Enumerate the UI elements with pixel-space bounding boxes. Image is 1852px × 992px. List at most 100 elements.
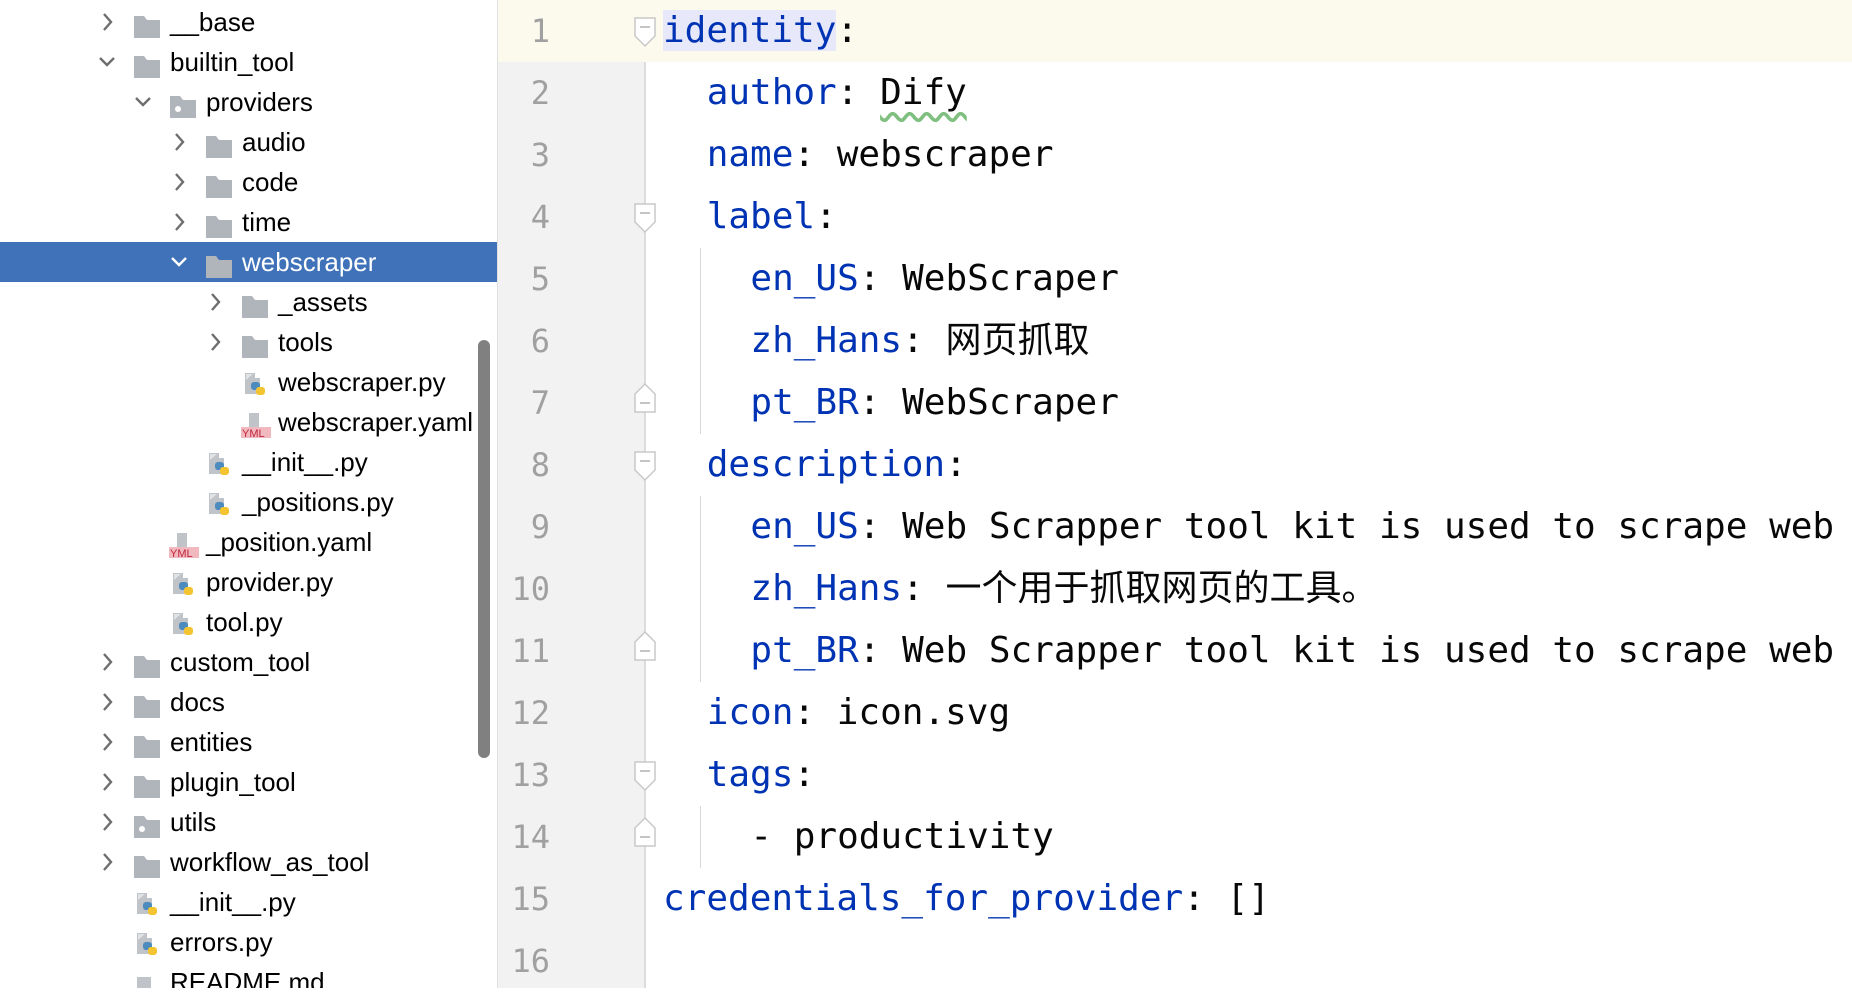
chevron-right-icon[interactable] (205, 282, 225, 322)
line-number: 11 (511, 632, 550, 670)
line-number: 12 (511, 694, 550, 732)
chevron-right-icon[interactable] (169, 122, 189, 162)
chevron-right-icon[interactable] (97, 722, 117, 762)
yaml-key: name (706, 134, 794, 175)
code-line[interactable]: zh_Hans: 网页抓取 (750, 310, 1089, 372)
tree-item-label: workflow_as_tool (170, 847, 370, 877)
fold-collapse-icon[interactable] (633, 202, 657, 236)
tree-item-tools[interactable]: tools (0, 322, 497, 362)
package-folder-icon (169, 90, 197, 118)
chevron-right-icon[interactable] (169, 162, 189, 202)
tree-item-provider-py[interactable]: provider.py (0, 562, 497, 602)
yaml-separator: : (793, 692, 837, 733)
chevron-right-icon[interactable] (97, 842, 117, 882)
editor-gutter (498, 0, 646, 988)
code-line[interactable]: tags: (707, 744, 815, 806)
yaml-separator: : (858, 506, 903, 547)
tree-item-builtin-tool[interactable]: builtin_tool (0, 42, 497, 82)
indent-guide (700, 806, 701, 868)
tree-item-webscraper[interactable]: webscraper (0, 242, 497, 282)
yaml-separator: : (902, 568, 946, 609)
chevron-right-icon[interactable] (169, 202, 189, 242)
yaml-key: zh_Hans (750, 568, 903, 609)
code-line[interactable]: description: (707, 434, 967, 496)
yaml-separator: : (902, 320, 946, 361)
chevron-down-icon[interactable] (133, 82, 153, 122)
line-number: 9 (530, 508, 550, 546)
fold-collapse-icon[interactable] (633, 16, 657, 50)
code-editor[interactable] (648, 0, 1852, 988)
tree-item-time[interactable]: time (0, 202, 497, 242)
fold-collapse-icon[interactable] (633, 450, 657, 484)
code-line[interactable]: credentials_for_provider: [] (663, 868, 1270, 930)
tree-item-entities[interactable]: entities (0, 722, 497, 762)
code-line[interactable]: label: (707, 186, 837, 248)
code-line[interactable]: pt_BR: WebScraper (750, 372, 1118, 434)
yaml-separator: : (815, 196, 837, 237)
fold-end-icon[interactable] (633, 382, 657, 416)
tree-item-position-yaml[interactable]: YML_position.yaml (0, 522, 497, 562)
code-line[interactable]: en_US: Web Scrapper tool kit is used to … (750, 496, 1834, 558)
tree-item-custom-tool[interactable]: custom_tool (0, 642, 497, 682)
yaml-separator: : (858, 382, 903, 423)
python-file-icon (205, 490, 233, 515)
tree-item-code[interactable]: code (0, 162, 497, 202)
tree-item-label: __init__.py (242, 447, 368, 477)
chevron-right-icon[interactable] (97, 682, 117, 722)
tree-item-audio[interactable]: audio (0, 122, 497, 162)
yaml-key: pt_BR (750, 630, 859, 671)
tree-item-label: README.md (170, 967, 325, 988)
code-line[interactable]: - productivity (750, 806, 1053, 868)
chevron-down-icon[interactable] (97, 42, 117, 82)
fold-end-icon[interactable] (633, 630, 657, 664)
code-line[interactable]: author: Dify (707, 62, 967, 124)
python-file-icon (169, 570, 197, 595)
tree-item-tool-py[interactable]: tool.py (0, 602, 497, 642)
python-file-icon (169, 610, 197, 635)
code-line[interactable]: icon: icon.svg (707, 682, 1010, 744)
tree-item-label: webscraper.yaml (278, 407, 474, 437)
tree-item-init-py[interactable]: __init__.py (0, 442, 497, 482)
folder-icon (133, 650, 161, 678)
yaml-separator: : (793, 754, 816, 795)
tree-item-utils[interactable]: utils (0, 802, 497, 842)
tree-item-label: webscraper.py (278, 367, 446, 397)
tree-item-base[interactable]: __base (0, 2, 497, 42)
chevron-right-icon[interactable] (97, 762, 117, 802)
tree-item-label: __base (170, 7, 256, 37)
panel-divider[interactable] (497, 0, 498, 988)
tree-item-positions-py[interactable]: _positions.py (0, 482, 497, 522)
code-line[interactable]: en_US: WebScraper (750, 248, 1118, 310)
folder-icon (133, 50, 161, 78)
chevron-down-icon[interactable] (169, 242, 189, 282)
tree-item-init-py[interactable]: __init__.py (0, 882, 497, 922)
yaml-separator: : (858, 258, 903, 299)
tree-item-errors-py[interactable]: errors.py (0, 922, 497, 962)
tree-scrollbar[interactable] (478, 340, 490, 758)
tree-item-assets[interactable]: _assets (0, 282, 497, 322)
tree-item-providers[interactable]: providers (0, 82, 497, 122)
code-line[interactable]: pt_BR: Web Scrapper tool kit is used to … (750, 620, 1834, 682)
chevron-right-icon[interactable] (97, 2, 117, 42)
tree-item-plugin-tool[interactable]: plugin_tool (0, 762, 497, 802)
chevron-right-icon[interactable] (97, 802, 117, 842)
code-line[interactable]: identity: (663, 0, 858, 62)
fold-collapse-icon[interactable] (633, 760, 657, 794)
code-line[interactable]: name: webscraper (707, 124, 1054, 186)
package-folder-icon (133, 810, 161, 838)
chevron-right-icon[interactable] (205, 322, 225, 362)
python-file-icon (241, 370, 269, 395)
tree-item-label: plugin_tool (170, 767, 296, 797)
tree-item-webscraper-py[interactable]: webscraper.py (0, 362, 497, 402)
tree-item-workflow-as-tool[interactable]: workflow_as_tool (0, 842, 497, 882)
tree-item-label: tool.py (206, 607, 283, 637)
fold-end-icon[interactable] (633, 816, 657, 850)
code-line[interactable]: zh_Hans: 一个用于抓取网页的工具。 (750, 558, 1377, 620)
tree-item-label: provider.py (206, 567, 334, 597)
chevron-right-icon[interactable] (97, 642, 117, 682)
tree-item-docs[interactable]: docs (0, 682, 497, 722)
tree-item-readme-md[interactable]: README.md (0, 962, 497, 988)
folder-icon (205, 250, 233, 278)
